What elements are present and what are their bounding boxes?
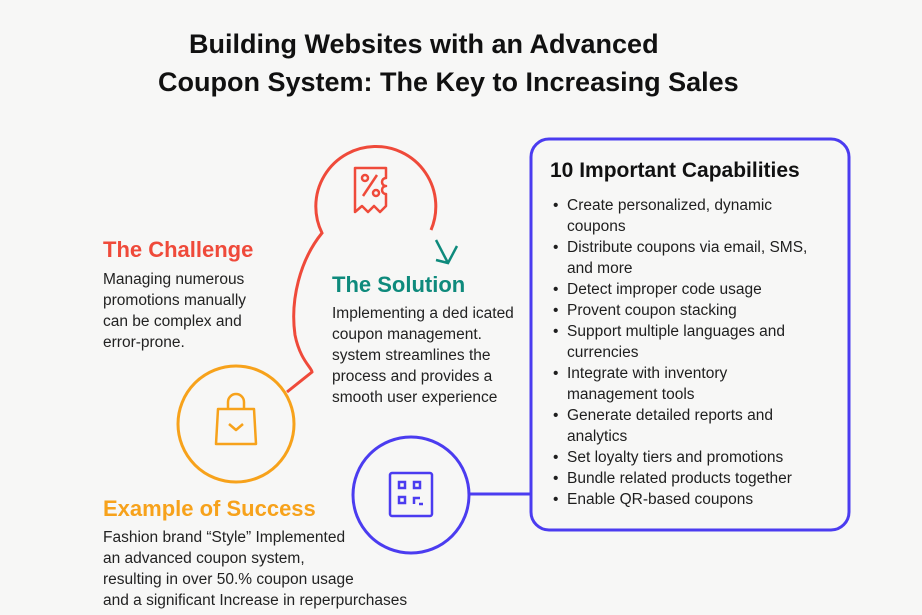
success-heading: Example of Success: [103, 496, 316, 521]
capabilities-heading: 10 Important Capabilities: [550, 159, 800, 182]
capability-item: Support multiple languages and currencies: [550, 321, 807, 363]
challenge-section: The Challenge Managing numerous promotio…: [103, 237, 253, 353]
capability-text: and more: [567, 260, 633, 277]
page-title-line2: Coupon System: The Key to Increasing Sal…: [158, 67, 739, 97]
capability-item: Provent coupon stacking: [550, 300, 807, 321]
challenge-text: promotions manually: [103, 292, 247, 309]
success-text: Fashion brand “Style” Implemented: [103, 529, 346, 546]
capability-item: Generate detailed reports and analytics: [550, 405, 807, 447]
capability-text: management tools: [567, 386, 695, 403]
qr-code-icon: [388, 471, 434, 518]
capability-text: currencies: [567, 344, 639, 361]
coupon-percent-icon: [353, 166, 388, 214]
capability-item: Enable QR-based coupons: [550, 489, 807, 510]
capability-item: Bundle related products together: [550, 468, 807, 489]
challenge-heading: The Challenge: [103, 237, 254, 262]
capability-text: Detect improper code usage: [567, 281, 762, 298]
capabilities-list: Create personalized, dynamic couponsDistr…: [550, 195, 807, 510]
challenge-text: error-prone.: [103, 334, 185, 351]
capability-text: Bundle related products together: [567, 470, 792, 487]
success-text: and a significant Increase in reperpurch…: [103, 592, 408, 609]
capability-item: Set loyalty tiers and promotions: [550, 447, 807, 468]
success-circle: [176, 364, 296, 484]
capabilities-section: 10 Important Capabilities Create persona…: [550, 159, 807, 510]
capability-text: Provent coupon stacking: [567, 302, 737, 319]
capability-text: Distribute coupons via email, SMS,: [567, 239, 808, 256]
success-section: Example of Success Fashion brand “Style”…: [103, 496, 407, 611]
capability-item: Distribute coupons via email, SMS, and mo…: [550, 237, 807, 279]
capabilities-box: [529, 137, 851, 532]
capability-item: Detect improper code usage: [550, 279, 807, 300]
capability-text: Create personalized, dynamic: [567, 197, 773, 214]
capability-text: Generate detailed reports and: [567, 407, 773, 424]
capability-text: Enable QR-based coupons: [567, 491, 754, 508]
success-text: resulting in over 50.% coupon usage: [103, 571, 354, 588]
challenge-text: can be complex and: [103, 313, 242, 330]
shopping-bag-icon: [214, 392, 258, 446]
success-text: an advanced coupon system,: [103, 550, 305, 567]
solution-text: coupon management.: [332, 326, 482, 343]
capability-text: Support multiple languages and: [567, 323, 786, 340]
capability-text: coupons: [567, 218, 626, 235]
solution-text: Implementing a ded icated: [332, 305, 514, 322]
capability-text: Set loyalty tiers and promotions: [567, 449, 784, 466]
solution-text: system streamlines the: [332, 347, 491, 364]
challenge-text: Managing numerous: [103, 271, 245, 288]
challenge-circle: [286, 144, 438, 394]
capability-item: Create personalized, dynamic coupons: [550, 195, 807, 237]
capability-text: analytics: [567, 428, 628, 445]
solution-section: The Solution Implementing a ded icated c…: [332, 272, 514, 408]
arrow-down-right-icon: [434, 239, 459, 265]
capability-text: Integrate with inventory: [567, 365, 728, 382]
solution-text: process and provides a: [332, 368, 493, 385]
solution-text: smooth user experience: [332, 389, 498, 406]
page-title-line1: Building Websites with an Advanced: [189, 29, 659, 59]
capability-item: Integrate with inventory management tools: [550, 363, 807, 405]
solution-heading: The Solution: [332, 272, 466, 297]
